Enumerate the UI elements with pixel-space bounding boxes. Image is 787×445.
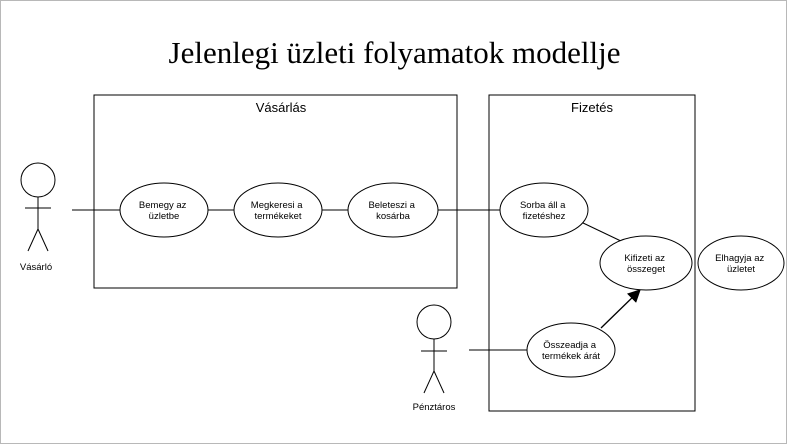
actor-penztaros	[416, 304, 452, 394]
actor-penztaros-label: Pénztáros	[413, 402, 456, 413]
usecase-beleteszi-line2: kosárba	[376, 211, 411, 222]
usecase-bemegy-line1: Bemegy az	[139, 200, 187, 211]
usecase-osszeadja-line2: termékek árát	[542, 351, 600, 362]
usecase-kifizeti-line2: összeget	[627, 264, 665, 275]
svg-text:Beleteszi a kosárba: Beleteszi a kosárba	[368, 200, 417, 222]
actor-penztaros-head	[416, 304, 452, 340]
usecase-sorba-line2: fizetéshez	[523, 211, 566, 222]
actor-vasarlo-head	[20, 162, 56, 198]
usecase-beleteszi: Beleteszi a kosárba	[347, 182, 439, 238]
arrow-osszeadja-kifizeti	[600, 289, 641, 329]
usecase-osszeadja: Összeadja a termékek árát	[526, 322, 616, 378]
boundary-vasarlas	[93, 94, 458, 289]
usecase-kifizeti-line1: Kifizeti az	[624, 253, 665, 264]
usecase-bemegy: Bemegy az üzletbe	[119, 182, 209, 238]
usecase-sorba-line1: Sorba áll a	[520, 200, 566, 211]
svg-text:Összeadja a termékek á: Összeadja a termékek árát	[542, 340, 600, 362]
svg-text:Elhagyja az üzletet: Elhagyja az üzletet	[715, 253, 767, 275]
svg-text:Kifizeti az összeget: Kifizeti az összeget	[624, 253, 667, 275]
usecase-elhagyja-line1: Elhagyja az	[715, 253, 764, 264]
actor-vasarlo-label: Vásárló	[20, 262, 52, 273]
boundary-fizetes	[488, 94, 696, 412]
svg-text:Megkeresi a termékeket: Megkeresi a termékeket	[251, 200, 305, 222]
usecase-elhagyja-line2: üzletet	[727, 264, 755, 275]
usecase-megkeresi: Megkeresi a termékeket	[233, 182, 323, 238]
boundary-vasarlas-label: Vásárlás	[256, 100, 307, 115]
usecase-bemegy-line2: üzletbe	[149, 211, 180, 222]
usecase-megkeresi-line1: Megkeresi a	[251, 200, 303, 211]
usecase-sorba: Sorba áll a fizetéshez	[499, 182, 589, 238]
link-sorba-kifizeti	[580, 221, 624, 243]
usecase-kifizeti: Kifizeti az összeget	[599, 235, 693, 291]
usecase-beleteszi-line1: Beleteszi a	[368, 200, 415, 211]
svg-text:Bemegy az üzletbe: Bemegy az üzletbe	[139, 200, 189, 222]
boundary-fizetes-label: Fizetés	[571, 100, 613, 115]
usecase-megkeresi-line2: termékeket	[255, 211, 302, 222]
diagram-title: Jelenlegi üzleti folyamatok modellje	[168, 35, 621, 70]
svg-text:Sorba áll a fizetéshez: Sorba áll a fizetéshez	[520, 200, 568, 222]
actor-vasarlo	[20, 162, 56, 252]
usecase-osszeadja-line1: Összeadja a	[543, 340, 597, 351]
usecase-elhagyja: Elhagyja az üzletet	[697, 235, 785, 291]
